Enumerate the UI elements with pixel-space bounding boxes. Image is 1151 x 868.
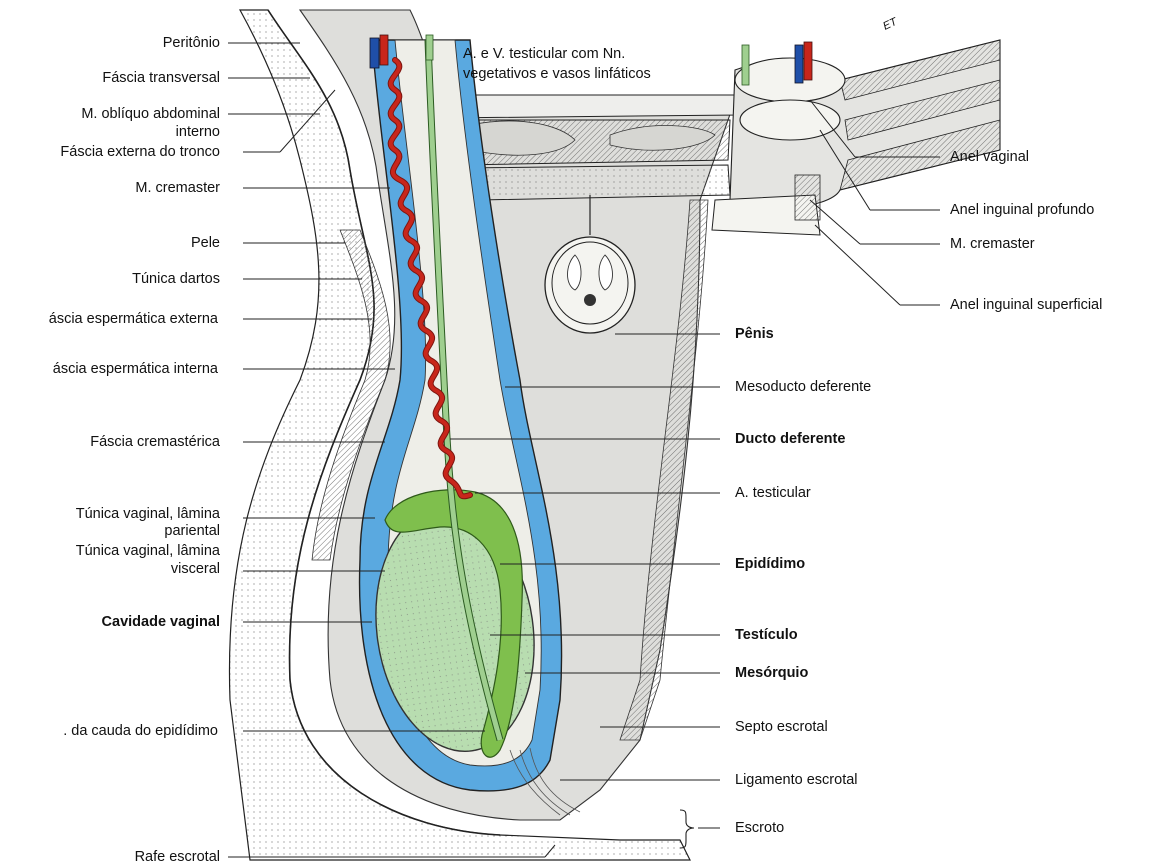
label-tunica-parietal-line2: pariental (164, 523, 220, 539)
label-tunica-visceral-line2: visceral (171, 561, 220, 577)
label-fascia-externa: Fáscia externa do tronco (60, 144, 220, 160)
label-a-testicular: A. testicular (735, 485, 811, 501)
label-mesoducto: Mesoducto deferente (735, 379, 871, 395)
label-fascia-cremasterica: Fáscia cremastérica (90, 434, 221, 450)
label-anel-inguinal-profundo: Anel inguinal profundo (950, 202, 1094, 218)
label-peritonio: Peritônio (163, 35, 220, 51)
label-escroto: Escroto (735, 820, 784, 836)
label-pele: Pele (191, 235, 220, 251)
label-tunica-visceral-line1: Túnica vaginal, lâmina (76, 543, 221, 559)
label-m-cremaster-right: M. cremaster (950, 236, 1035, 252)
label-obliquo-line2: interno (176, 124, 220, 140)
label-ligamento-escrotal: Ligamento escrotal (735, 772, 858, 788)
label-anel-vaginal: Anel vaginal (950, 149, 1029, 165)
label-testiculo: Testículo (735, 627, 798, 643)
label-tunica-parietal-line1: Túnica vaginal, lâmina (76, 506, 221, 522)
artist-signature: ET (881, 15, 900, 32)
label-cavidade-vaginal: Cavidade vaginal (102, 614, 220, 630)
label-rafe-escrotal: Rafe escrotal (135, 849, 220, 863)
label-epididimo: Epidídimo (735, 556, 805, 572)
label-fascia-transversal: Fáscia transversal (102, 70, 220, 86)
label-anel-inguinal-superficial: Anel inguinal superficial (950, 297, 1102, 313)
label-ducto-deferente: Ducto deferente (735, 431, 845, 447)
label-cremaster-left: M. cremaster (135, 180, 220, 196)
label-mesorquio: Mesórquio (735, 665, 808, 681)
label-vessels-line1: A. e V. testicular com Nn. (463, 46, 625, 62)
label-obliquo-line1: M. oblíquo abdominal (81, 106, 220, 122)
label-septo-escrotal: Septo escrotal (735, 719, 828, 735)
label-fascia-espermatica-externa: áscia espermática externa (49, 311, 219, 327)
label-vessels-line2: vegetativos e vasos linfáticos (463, 66, 651, 82)
label-tunica-dartos: Túnica dartos (132, 271, 220, 287)
label-penis: Pênis (735, 326, 774, 342)
label-cauda-epididimo: . da cauda do epidídimo (63, 723, 218, 739)
label-fascia-espermatica-interna: áscia espermática interna (53, 361, 219, 377)
